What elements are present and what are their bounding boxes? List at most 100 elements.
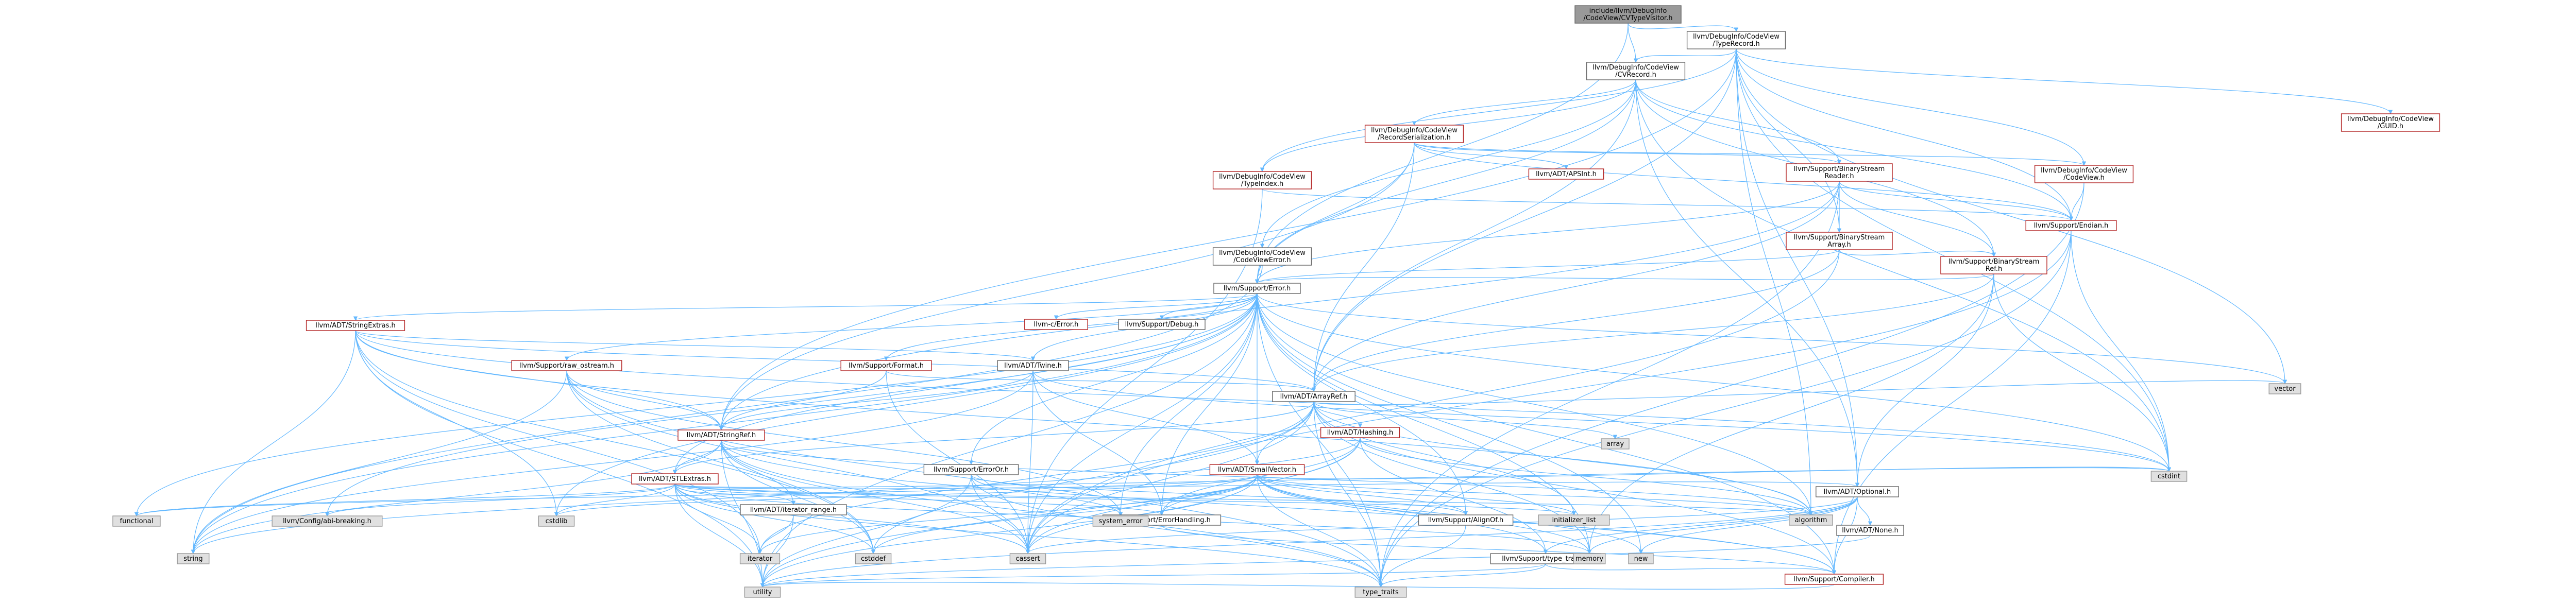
- edge-cvrecord-to-std_cstdint: [1635, 79, 2172, 472]
- node-box: [1213, 283, 1301, 294]
- node-box: [1272, 391, 1355, 402]
- node-guid[interactable]: llvm/DebugInfo/CodeView/GUID.h: [2341, 113, 2441, 132]
- node-label: llvm/ADT/Hashing.h: [1327, 429, 1393, 437]
- edge-twine-to-std_cstdint: [1032, 370, 2172, 472]
- node-arrayref[interactable]: llvm/ADT/ArrayRef.h: [1272, 391, 1355, 402]
- edges: [134, 23, 2393, 590]
- edge-stlextras-to-std_utility: [674, 484, 765, 588]
- node-stringextras[interactable]: llvm/ADT/StringExtras.h: [306, 320, 405, 331]
- node-typerecord[interactable]: llvm/DebugInfo/CodeView/TypeRecord.h: [1686, 31, 1786, 49]
- edge-bsreader-to-stringref: [719, 181, 1840, 430]
- node-label: type_traits: [1363, 589, 1399, 596]
- node-box: [1212, 171, 1312, 189]
- edge-stringextras-to-std_utility: [355, 330, 765, 588]
- node-label: llvm-c/Error.h: [1034, 321, 1079, 329]
- node-std_new: new: [1628, 553, 1654, 564]
- node-label: cassert: [1015, 555, 1040, 563]
- edge-bsreader-to-arrayref: [1311, 181, 1840, 392]
- edge-stlextras-to-std_initlist: [674, 484, 1576, 515]
- node-label: cstdlib: [546, 517, 568, 525]
- edge-format-to-std_cassert: [886, 370, 1030, 554]
- node-box: [631, 473, 719, 485]
- node-root[interactable]: include/llvm/DebugInfo/CodeView/CVTypeVi…: [1574, 5, 1682, 24]
- node-apsint[interactable]: llvm/ADT/APSInt.h: [1528, 168, 1604, 180]
- node-iterrange[interactable]: llvm/ADT/iterator_range.h: [740, 504, 847, 515]
- edge-error-to-std_syserror: [1118, 293, 1258, 516]
- edge-none-to-std_utility: [760, 535, 1871, 588]
- edge-optional-to-std_memory: [1587, 496, 1858, 554]
- edge-stringref-to-std_algorithm: [721, 440, 1813, 515]
- node-box: [2341, 113, 2441, 132]
- node-label: /TypeIndex.h: [1241, 180, 1283, 188]
- node-rawostream[interactable]: llvm/Support/raw_ostream.h: [511, 360, 622, 371]
- node-debug[interactable]: llvm/Support/Debug.h: [1118, 319, 1206, 330]
- edge-stlextras-to-configabi: [325, 484, 675, 516]
- node-cverror[interactable]: llvm/DebugInfo/CodeView/CodeViewError.h: [1212, 247, 1312, 266]
- node-cvrecord[interactable]: llvm/DebugInfo/CodeView/CVRecord.h: [1586, 62, 1686, 80]
- node-stringref[interactable]: llvm/ADT/StringRef.h: [677, 429, 765, 441]
- node-box: [1418, 514, 1514, 526]
- node-std_cstdlib: cstdlib: [538, 515, 575, 527]
- node-label: include/llvm/DebugInfo: [1589, 7, 1667, 15]
- node-std_syserror: system_error: [1092, 515, 1149, 527]
- edge-typerecord-to-typeindex: [1260, 48, 1737, 172]
- node-label: llvm/ADT/STLExtras.h: [639, 475, 711, 483]
- node-box: [1836, 525, 1904, 536]
- node-optional[interactable]: llvm/ADT/Optional.h: [1816, 486, 1899, 497]
- node-box: [1784, 574, 1884, 585]
- node-error[interactable]: llvm/Support/Error.h: [1213, 283, 1301, 294]
- edge-twine-to-std_cassert: [1025, 370, 1033, 554]
- edge-smallvector-to-std_typetraits: [1257, 474, 1383, 588]
- node-none[interactable]: llvm/ADT/None.h: [1836, 525, 1904, 536]
- node-compiler[interactable]: llvm/Support/Compiler.h: [1784, 574, 1884, 585]
- node-label: llvm/ADT/ArrayRef.h: [1280, 393, 1348, 401]
- node-box: [1686, 31, 1786, 49]
- edge-typerecord-to-stringref: [719, 48, 1737, 430]
- node-box: [1320, 427, 1400, 438]
- node-hashing[interactable]: llvm/ADT/Hashing.h: [1320, 427, 1400, 438]
- edge-error-to-std_functional: [134, 293, 1258, 516]
- edge-smallvector-to-alignof: [1257, 474, 1468, 515]
- node-smallvector[interactable]: llvm/ADT/SmallVector.h: [1209, 464, 1305, 475]
- node-box: [306, 320, 405, 331]
- edge-stlextras-to-std_cassert: [674, 484, 1030, 554]
- node-errorortest[interactable]: llvm/Support/ErrorOr.h: [923, 464, 1019, 475]
- edge-smallvector-to-std_cstdint: [1257, 467, 2171, 479]
- node-box: [1009, 553, 1046, 564]
- node-alignof[interactable]: llvm/Support/AlignOf.h: [1418, 514, 1514, 526]
- edge-bsarray-to-arrayref: [1311, 249, 1840, 392]
- node-label: llvm/Support/Debug.h: [1125, 321, 1199, 329]
- node-twine[interactable]: llvm/ADT/Twine.h: [997, 360, 1069, 371]
- node-box: [1601, 438, 1630, 450]
- edge-typerecord-to-guid: [1736, 48, 2393, 114]
- node-box: [997, 360, 1069, 371]
- edge-bsreader-to-bsref: [1839, 181, 1996, 257]
- node-box: [2034, 165, 2134, 183]
- edge-stringextras-to-twine: [355, 330, 1035, 361]
- node-std_functional: functional: [112, 515, 161, 527]
- node-label: functional: [120, 517, 154, 525]
- edge-smallvector-to-std_initlist: [1257, 474, 1577, 515]
- node-recordser[interactable]: llvm/DebugInfo/CodeView/RecordSerializat…: [1364, 125, 1464, 143]
- node-label: /CodeView.h: [2063, 174, 2105, 182]
- node-label: cstddef: [861, 555, 886, 563]
- node-cerror[interactable]: llvm-c/Error.h: [1024, 319, 1088, 330]
- edge-smallvector-to-std_new: [1257, 474, 1643, 554]
- node-box: [739, 553, 781, 564]
- node-box: [744, 586, 781, 598]
- node-label: llvm/Support/BinaryStream: [1794, 234, 1885, 241]
- node-label: llvm/Config/abi-breaking.h: [283, 517, 371, 525]
- node-endian[interactable]: llvm/Support/Endian.h: [2025, 220, 2117, 231]
- node-format[interactable]: llvm/Support/Format.h: [840, 360, 932, 371]
- node-box: [1574, 5, 1682, 24]
- node-codeview[interactable]: llvm/DebugInfo/CodeView/CodeView.h: [2034, 165, 2134, 183]
- edge-twine-to-smallvector: [1032, 370, 1260, 465]
- node-box: [177, 553, 210, 564]
- node-stlextras[interactable]: llvm/ADT/STLExtras.h: [631, 473, 719, 485]
- node-typeindex[interactable]: llvm/DebugInfo/CodeView/TypeIndex.h: [1212, 171, 1312, 189]
- edge-smallvector-to-std_utility: [760, 474, 1258, 588]
- node-typetraits[interactable]: llvm/Support/type_traits.h: [1490, 553, 1601, 564]
